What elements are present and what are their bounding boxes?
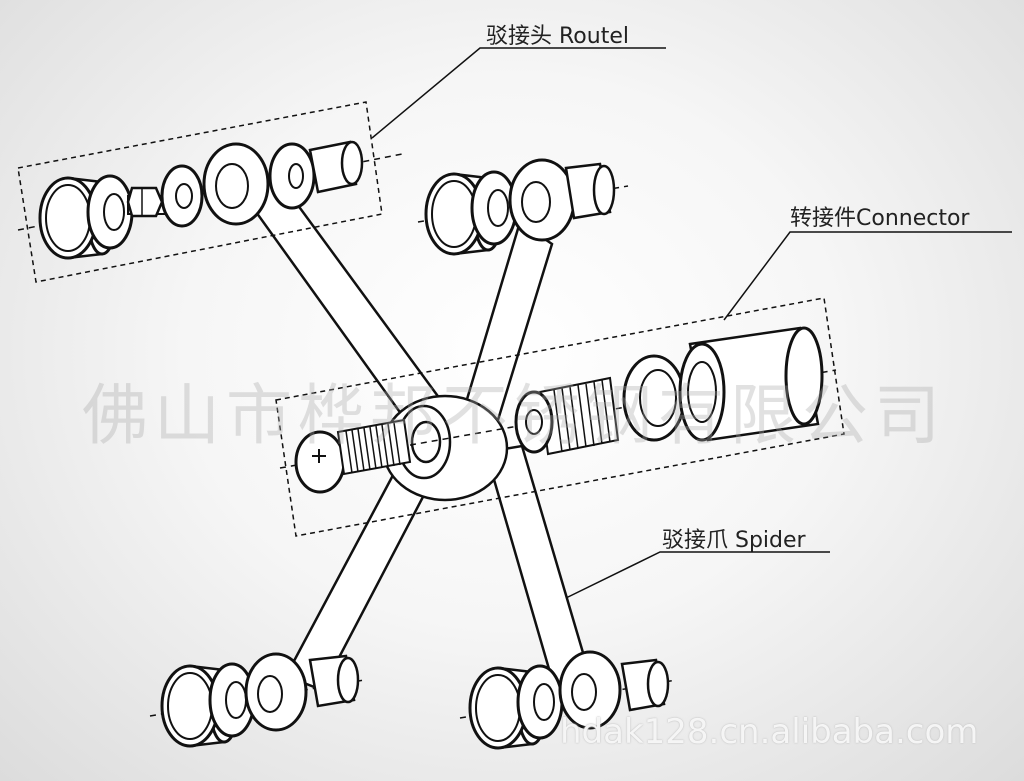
connector-bolt-thread	[336, 418, 412, 476]
spider-leader	[565, 551, 830, 599]
source-watermark: hdak128.cn.alibaba.com	[560, 712, 979, 752]
company-watermark: 佛山市桦邦不锈钢有限公司	[82, 377, 946, 454]
routel-leader	[371, 47, 666, 139]
spider-label: 驳接爪 Spider	[662, 528, 806, 553]
connector-label: 转接件Connector	[790, 206, 970, 231]
lower-right-washer	[516, 664, 564, 740]
connector-leader	[723, 231, 1012, 321]
lower-right-fitting	[468, 650, 670, 750]
connector-group-box	[275, 297, 845, 537]
spider-arm-lower-left	[284, 460, 438, 692]
connector-assembly	[294, 326, 824, 494]
upper-right-fitting	[424, 158, 616, 256]
lower-left-fitting	[160, 652, 360, 748]
connector-sleeve	[678, 326, 824, 442]
group-boxes	[17, 101, 845, 537]
leader-lines	[371, 47, 1012, 599]
routel-group-box	[17, 101, 383, 283]
routel-hex-nut	[126, 186, 164, 218]
routel-label: 驳接头 Routel	[486, 24, 629, 49]
routel-washer	[86, 174, 134, 250]
routel-assembly	[38, 140, 364, 260]
connector-threaded-sleeve	[514, 376, 620, 456]
